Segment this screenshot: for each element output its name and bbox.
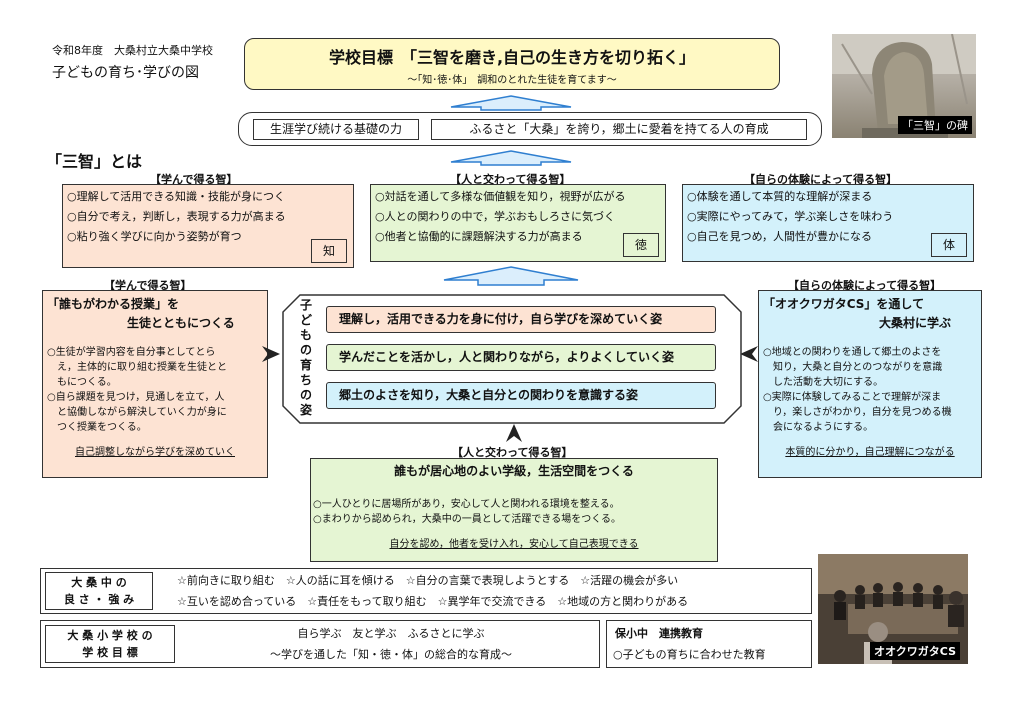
elementary-line-1: 自ら学ぶ 友と学ぶ ふるさとに学ぶ	[297, 627, 485, 640]
wisdom-item: ○実際にやってみて，学ぶ楽しさを味わう	[687, 209, 894, 223]
monument-caption: 「三智」の碑	[898, 116, 972, 134]
foundation-box: 生涯学び続ける基礎の力 ふるさと「大桑」を誇り，郷土に愛着を持てる人の育成	[238, 112, 822, 146]
strengths-row-2: ☆互いを認め合っている ☆責任をもって取り組む ☆異学年で交流できる ☆地域の方…	[177, 595, 689, 608]
wisdom-item: ○体験を通して本質的な理解が深まる	[687, 190, 873, 203]
strengths-label-1: 大 桑 中 の	[71, 576, 127, 589]
wisdom-item: ○他者と協働的に課題解決する力が高まる	[375, 229, 583, 243]
left-panel: 「誰もがわかる授業」を 生徒とともにつくる ○生徒が学習内容を自分事としてとら …	[42, 290, 268, 478]
elementary-label: 大 桑 小 学 校 の 学 校 目 標	[45, 625, 175, 663]
left-panel-heading: 【学んで得る智】	[104, 279, 192, 292]
foundation-right: ふるさと「大桑」を誇り，郷土に愛着を持てる人の育成	[431, 119, 807, 140]
left-panel-line: もにつくる。	[47, 377, 117, 388]
right-panel-line: ○実際に体験してみることで理解が深ま	[763, 392, 942, 403]
wisdom-box-chi: ○理解して活用できる知識・技能が身につく ○自分で考え，判断し，表現する力が高ま…	[62, 184, 354, 268]
left-panel-title-1: 「誰もがわかる授業」を	[47, 297, 180, 311]
strengths-label-2: 良 さ ・ 強 み	[63, 593, 135, 606]
document-title: 子どもの育ち･学びの図	[52, 65, 199, 81]
right-panel-title-2: 大桑村に学ぶ	[879, 316, 952, 330]
left-panel-line: つく授業をつくる。	[47, 422, 147, 433]
left-panel-line: と協働しながら解決していく力が身に	[47, 407, 227, 418]
right-panel-line: 会になるようにする。	[763, 422, 874, 433]
bottom-panel: 誰もが居心地のよい学級，生活空間をつくる ○一人ひとりに居場所があり，安心して人…	[310, 458, 718, 562]
badge-chi: 知	[311, 239, 347, 263]
left-panel-title-2: 生徒とともにつくる	[127, 316, 235, 330]
wisdom-heading-experience: 【自らの体験によって得る智】	[744, 173, 898, 186]
bottom-panel-footer: 自分を認め，他者を受け入れ，安心して自己表現できる	[389, 539, 639, 550]
wisdom-item: ○自己を見つめ，人間性が豊かになる	[687, 229, 873, 243]
center-row-1: 理解し，活用できる力を身に付け，自ら学びを深めていく姿	[326, 306, 716, 333]
up-arrow-icon	[450, 95, 572, 111]
up-arrow-icon	[443, 266, 579, 286]
meeting-caption: オオクワガタCS	[870, 642, 960, 660]
right-panel-line: ○地域との関わりを通して郷土のよさを	[763, 347, 942, 358]
cooperation-line: ○子どもの育ちに合わせた教育	[613, 648, 766, 661]
right-panel-heading: 【自らの体験によって得る智】	[788, 279, 942, 292]
bottom-panel-title: 誰もが居心地のよい学級，生活空間をつくる	[394, 464, 634, 478]
cooperation-title: 保小中 連携教育	[615, 627, 703, 640]
wisdom-item: ○粘り強く学びに向かう姿勢が育つ	[67, 229, 242, 243]
up-arrow-icon	[450, 150, 572, 166]
wisdom-item: ○人との関わりの中で，学ぶおもしろさに気づく	[375, 209, 616, 223]
arrow-right-icon	[262, 346, 280, 362]
right-panel-line: 知り，大桑と自分とのつながりを意識	[763, 362, 943, 373]
school-year-label: 令和8年度 大桑村立大桑中学校	[52, 44, 213, 57]
elementary-label-2: 学 校 目 標	[82, 646, 138, 659]
right-panel-title-1: 「オオクワガタCS」を通して	[763, 297, 925, 311]
wisdom-heading-people: 【人と交わって得る智】	[450, 173, 571, 186]
left-panel-line: ○自ら課題を見つけ，見通しを立て，人	[47, 392, 225, 403]
strengths-box: 大 桑 中 の 良 さ ・ 強 み ☆前向きに取り組む ☆人の話に耳を傾ける ☆…	[40, 568, 812, 614]
elementary-label-1: 大 桑 小 学 校 の	[67, 629, 153, 642]
right-panel-line: した活動を大切にする。	[763, 377, 884, 388]
left-panel-footer: 自己調整しながら学びを深めていく	[75, 447, 235, 458]
school-goal-subtitle: ～｢知･徳･体｣ 調和のとれた生徒を育てます～	[407, 75, 617, 86]
wisdom-box-tai: ○体験を通して本質的な理解が深まる ○実際にやってみて，学ぶ楽しさを味わう ○自…	[682, 184, 974, 262]
badge-toku: 徳	[623, 233, 659, 257]
center-row-3: 郷土のよさを知り，大桑と自分との関わりを意識する姿	[326, 382, 716, 409]
school-goal-box: 学校目標 「三智を磨き,自己の生き方を切り拓く」 ～｢知･徳･体｣ 調和のとれた…	[244, 38, 780, 90]
school-goal-title: 学校目標 「三智を磨き,自己の生き方を切り拓く」	[328, 48, 696, 67]
bottom-panel-line: ○一人ひとりに居場所があり，安心して人と関われる環境を整える。	[313, 499, 620, 510]
elementary-goal-box: 大 桑 小 学 校 の 学 校 目 標 自ら学ぶ 友と学ぶ ふるさとに学ぶ ～学…	[40, 620, 600, 668]
monument-photo: 「三智」の碑	[832, 34, 976, 138]
center-vertical-label: 子どもの育ちの姿	[299, 298, 312, 417]
wisdom-box-toku: ○対話を通して多様な価値観を知り，視野が広がる ○人との関わりの中で，学ぶおもし…	[370, 184, 666, 262]
sanchi-heading: 「三智」とは	[46, 152, 143, 171]
left-panel-line: え，主体的に取り組む授業を生徒とと	[47, 362, 227, 373]
arrow-left-icon	[740, 346, 758, 362]
bottom-panel-line: ○まわりから認められ，大桑中の一員として活躍できる場をつくる。	[313, 514, 622, 525]
left-panel-line: ○生徒が学習内容を自分事としてとら	[47, 347, 216, 358]
right-panel-line: り，楽しさがわかり，自分を見つめる機	[763, 407, 952, 418]
wisdom-item: ○対話を通して多様な価値観を知り，視野が広がる	[375, 190, 626, 203]
center-row-2: 学んだことを活かし，人と関わりながら，よりよくしていく姿	[326, 344, 716, 371]
elementary-line-2: ～学びを通した「知・徳・体」の総合的な育成～	[270, 648, 512, 661]
strengths-row-1: ☆前向きに取り組む ☆人の話に耳を傾ける ☆自分の言葉で表現しようとする ☆活躍…	[177, 574, 679, 587]
meeting-photo: オオクワガタCS	[818, 554, 968, 664]
wisdom-item: ○自分で考え，判断し，表現する力が高まる	[67, 209, 286, 223]
foundation-left: 生涯学び続ける基礎の力	[253, 119, 419, 140]
badge-tai: 体	[931, 233, 967, 257]
arrow-up-icon	[506, 424, 522, 442]
strengths-label: 大 桑 中 の 良 さ ・ 強 み	[45, 572, 153, 610]
cooperation-box: 保小中 連携教育 ○子どもの育ちに合わせた教育	[606, 620, 812, 668]
bottom-panel-heading: 【人と交わって得る智】	[452, 446, 573, 459]
right-panel-footer: 本質的に分かり，自己理解につながる	[785, 447, 955, 458]
right-panel: 「オオクワガタCS」を通して 大桑村に学ぶ ○地域との関わりを通して郷土のよさを…	[758, 290, 982, 478]
wisdom-item: ○理解して活用できる知識・技能が身につく	[67, 190, 286, 203]
wisdom-heading-learn: 【学んで得る智】	[150, 173, 238, 186]
